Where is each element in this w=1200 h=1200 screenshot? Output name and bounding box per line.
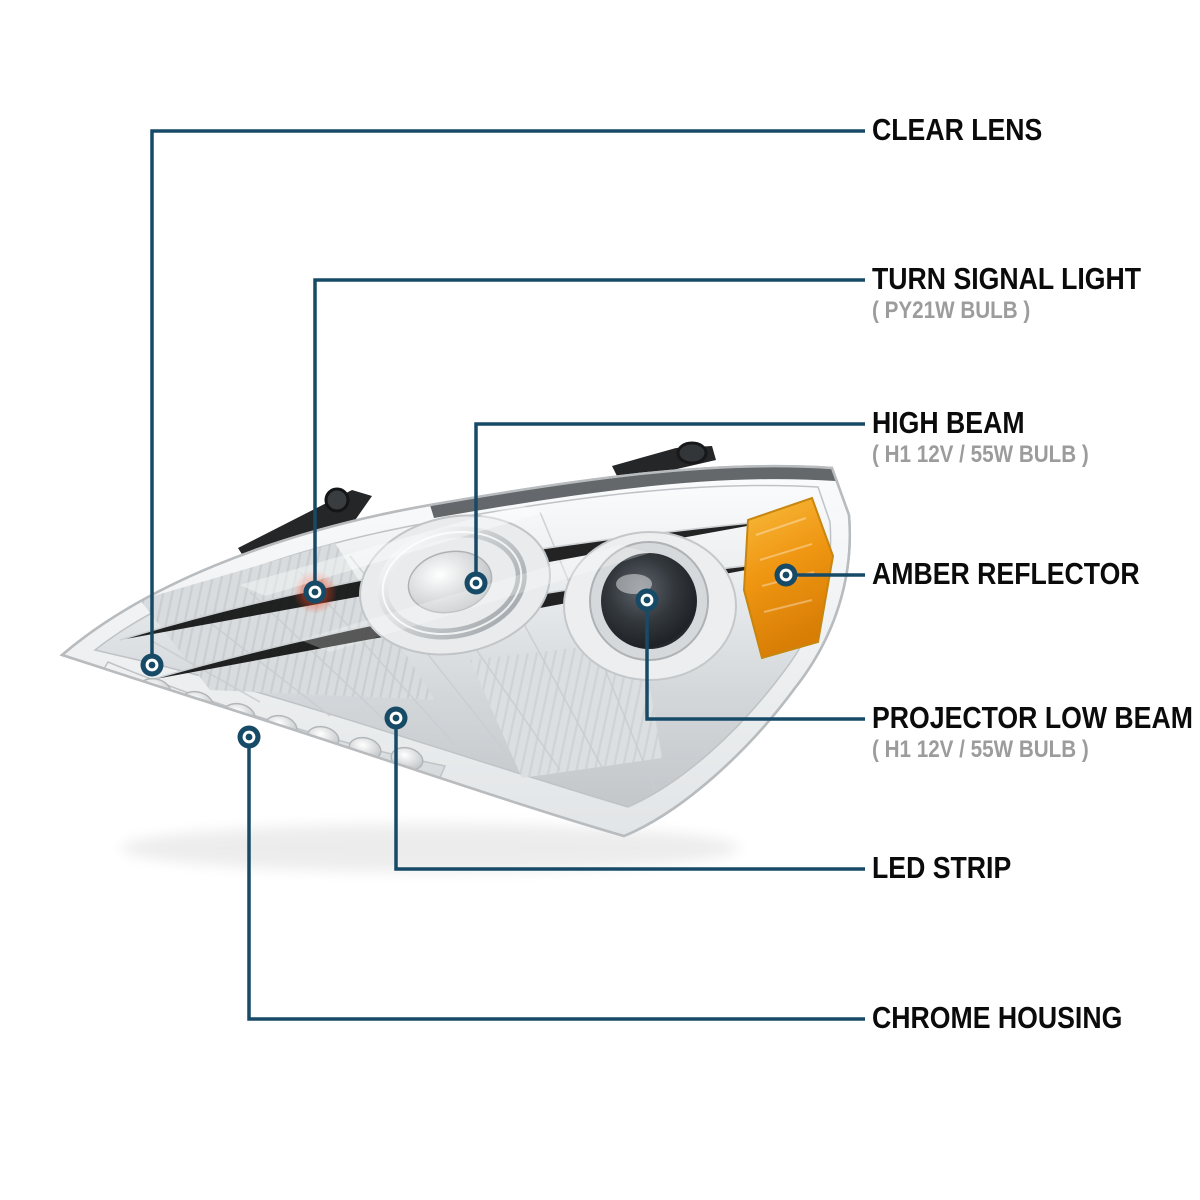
callout-projector-low-beam: PROJECTOR LOW BEAM ( H1 12V / 55W BULB ) bbox=[872, 702, 1200, 763]
marker-chrome-housing-icon bbox=[237, 725, 261, 749]
point-markers bbox=[140, 563, 798, 749]
callout-sublabel: ( PY21W BULB ) bbox=[872, 297, 1031, 324]
ribbed-texture-left bbox=[140, 543, 435, 700]
callout-chrome-housing: CHROME HOUSING bbox=[872, 1002, 1163, 1034]
leader-clear-lens bbox=[150, 129, 865, 654]
headlight-illustration bbox=[59, 441, 851, 838]
callout-high-beam: HIGH BEAM ( H1 12V / 55W BULB ) bbox=[872, 407, 1124, 468]
leader-led-strip bbox=[394, 729, 865, 871]
leader-lines bbox=[150, 129, 865, 1021]
callout-label: LED STRIP bbox=[872, 850, 1012, 885]
callout-label: AMBER REFLECTOR bbox=[872, 556, 1140, 591]
callout-label: CHROME HOUSING bbox=[872, 1000, 1123, 1035]
leader-high-beam bbox=[474, 422, 865, 572]
ground-shadow bbox=[120, 824, 740, 872]
marker-led-strip-icon bbox=[384, 706, 408, 730]
clear-lens-outline bbox=[59, 464, 851, 838]
top-edge-trim bbox=[430, 466, 836, 518]
callout-sublabel: ( H1 12V / 55W BULB ) bbox=[872, 441, 1089, 468]
marker-amber-reflector-icon bbox=[774, 563, 798, 587]
callout-label: CLEAR LENS bbox=[872, 112, 1043, 147]
callout-label: TURN SIGNAL LIGHT bbox=[872, 261, 1142, 296]
marker-projector-low-beam-icon bbox=[635, 588, 659, 612]
leader-chrome-housing bbox=[247, 748, 865, 1021]
mounting-bracket-right-icon bbox=[612, 441, 716, 478]
leader-turn-signal-light bbox=[313, 278, 865, 581]
callout-amber-reflector: AMBER REFLECTOR bbox=[872, 558, 1183, 590]
callout-turn-signal-light: TURN SIGNAL LIGHT ( PY21W BULB ) bbox=[872, 263, 1185, 324]
marker-turn-signal-icon bbox=[303, 580, 327, 604]
marker-high-beam-icon bbox=[464, 571, 488, 595]
callout-led-strip: LED STRIP bbox=[872, 852, 1034, 884]
callout-label: PROJECTOR LOW BEAM bbox=[872, 700, 1193, 735]
callout-label: HIGH BEAM bbox=[872, 405, 1025, 440]
marker-clear-lens-icon bbox=[140, 653, 164, 677]
high-beam-halo bbox=[359, 514, 551, 656]
callout-sublabel: ( H1 12V / 55W BULB ) bbox=[872, 736, 1089, 763]
leader-projector-low-beam bbox=[645, 611, 865, 721]
callout-clear-lens: CLEAR LENS bbox=[872, 114, 1070, 146]
